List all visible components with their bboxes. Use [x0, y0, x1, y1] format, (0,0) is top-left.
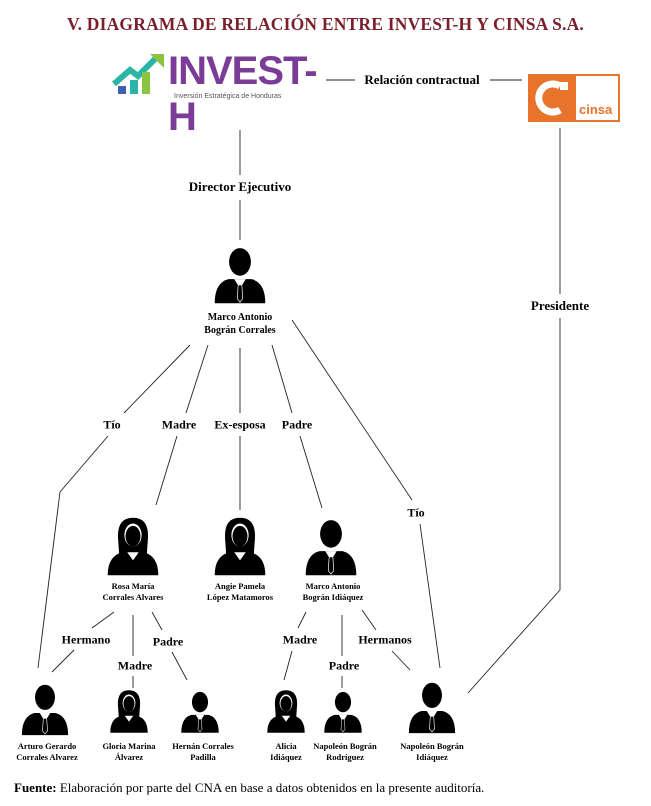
invest-logo-text: INVEST-H: [168, 49, 318, 139]
person-icon: [110, 690, 148, 733]
relation-tio-right-label: Tío: [405, 505, 427, 521]
person-icon: [305, 519, 357, 576]
relation-padre-right-label: Padre: [326, 658, 362, 674]
person-name-gloria: Gloria Marina Álvarez: [102, 741, 156, 762]
person-icon: [408, 682, 456, 734]
person-name-alicia: Alicia Idiáquez: [270, 741, 302, 762]
cinsa-mark-icon: [530, 76, 576, 120]
person-name-hernan: Hernán Corrales Padilla: [172, 741, 234, 762]
person-name-marco-main: Marco Antonio Bográn Corrales: [204, 312, 276, 336]
person-icon: [21, 684, 69, 736]
person-icon: [267, 690, 305, 733]
diagram-title: V. DIAGRAMA DE RELACIÓN ENTRE INVEST-H Y…: [67, 14, 584, 34]
person-icon: [214, 247, 266, 304]
relation-exesposa-label: Ex-esposa: [212, 417, 268, 433]
person-icon: [107, 517, 159, 576]
invest-logo-subtitle: Inversión Estratégica de Honduras: [174, 93, 282, 100]
person-name-marco-padre: Marco Antonio Bográn Idiáquez: [302, 581, 364, 602]
source-text: Elaboración por parte del CNA en base a …: [56, 780, 485, 795]
invest-arrow-icon: [112, 54, 164, 94]
person-icon: [324, 691, 362, 733]
cinsa-logo-text: cinsa: [579, 102, 613, 117]
person-icon: [214, 517, 266, 576]
person-name-napoleon-r: Napoleón Bográn Rodríguez: [313, 741, 377, 762]
relation-madre-right-label: Madre: [280, 632, 320, 648]
relation-padre-left-label: Padre: [150, 634, 186, 650]
relation-contractual-label: Relación contractual: [362, 72, 482, 88]
relation-madre-top-label: Madre: [159, 417, 199, 433]
relation-tio-left-label: Tío: [101, 417, 123, 433]
source-label: Fuente:: [14, 780, 57, 795]
person-name-rosa: Rosa María Corrales Alvares: [102, 581, 164, 602]
relation-madre-mid-label: Madre: [115, 658, 155, 674]
source-note: Fuente: Elaboración por parte del CNA en…: [14, 780, 484, 796]
relation-padre-top-label: Padre: [279, 417, 315, 433]
relation-presidente-label: Presidente: [528, 298, 592, 314]
relation-hermanos-label: Hermanos: [356, 632, 414, 648]
relation-hermano-label: Hermano: [59, 632, 113, 648]
person-name-napoleon-i: Napoleón Bográn Idiáquez: [400, 741, 464, 762]
person-name-angie: Angie Pamela López Matamoros: [206, 581, 274, 602]
cinsa-logo: cinsa: [528, 74, 620, 122]
relation-director-label: Director Ejecutivo: [186, 179, 294, 195]
invest-h-logo: INVEST-H Inversión Estratégica de Hondur…: [112, 49, 322, 139]
person-icon: [181, 691, 219, 733]
person-name-arturo: Arturo Gerardo Corrales Alvarez: [16, 741, 78, 762]
